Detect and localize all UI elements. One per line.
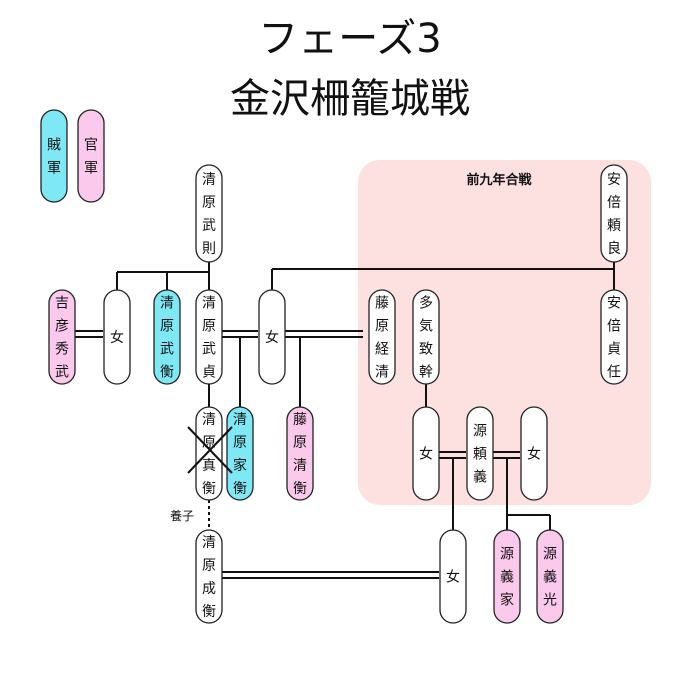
person-box: [412, 289, 440, 385]
person-name: 清原武則: [202, 172, 216, 257]
person-box: [195, 406, 223, 501]
person-box: [493, 529, 521, 624]
person-woman-center: 女: [258, 289, 286, 385]
person-name: 安倍貞任: [607, 296, 621, 381]
person-nodes: 清原武則吉彦秀武女清原武衡清原武貞女藤原経清多気致幹安倍頼良安倍貞任清原真衡清原…: [48, 164, 628, 624]
legend-swatch: [77, 109, 105, 203]
person-name: 女: [419, 446, 433, 463]
person-tajiki-mune: 多気致幹: [412, 289, 440, 385]
person-kiyohara-takesada: 清原武貞: [195, 289, 223, 385]
person-name: 清原武貞: [202, 296, 216, 381]
person-woman-right: 女: [520, 406, 548, 501]
person-box: [103, 289, 131, 385]
person-name: 藤原清衡: [293, 412, 307, 497]
person-kiyohara-takenori: 清原武則: [195, 164, 223, 263]
person-name: 源頼義: [473, 424, 487, 486]
person-kiyohara-takehira: 清原武衡: [153, 289, 181, 385]
legend-item-rebel: 賊軍: [40, 109, 68, 203]
title-battle: 金沢柵籠城戦: [230, 76, 470, 122]
person-box: [195, 164, 223, 263]
person-fujiwara-tsunekiyo: 藤原経清: [368, 289, 396, 385]
person-box: [286, 406, 314, 501]
person-minamoto-yoshimitsu: 源義光: [536, 529, 564, 624]
person-name: 女: [110, 329, 124, 346]
person-box: [600, 289, 628, 385]
person-minamoto-yoriyoshi: 源頼義: [466, 406, 494, 501]
adoption-label: 養子: [170, 508, 194, 523]
deceased-cross-mark: [187, 426, 233, 474]
person-kiyohara-narihira: 清原成衡: [195, 529, 223, 624]
person-name: 清原真衡: [202, 412, 216, 497]
connection-lines: [75, 262, 615, 579]
person-name: 吉彦秀武: [55, 296, 69, 381]
person-kiyohara-sanehira: 清原真衡: [195, 406, 223, 501]
person-name: 源義光: [543, 547, 557, 609]
legend-swatch: [40, 109, 68, 203]
person-name: 清原家衡: [233, 412, 247, 497]
legend-label: 官軍: [84, 138, 98, 177]
person-box: [195, 289, 223, 385]
person-box: [536, 529, 564, 624]
person-kiyohara-iehira: 清原家衡: [226, 406, 254, 501]
person-minamoto-yoshiie: 源義家: [493, 529, 521, 624]
person-box: [226, 406, 254, 501]
region-label: 前九年合戦: [466, 172, 532, 188]
person-fujiwara-kiyohira: 藤原清衡: [286, 406, 314, 501]
person-name: 安倍頼良: [607, 172, 621, 257]
title-phase: フェーズ3: [258, 16, 441, 62]
person-woman-bottom: 女: [439, 529, 467, 624]
person-box: [153, 289, 181, 385]
person-box: [48, 289, 76, 385]
person-box: [368, 289, 396, 385]
person-name: 女: [446, 569, 460, 586]
person-abe-yoriyoshi: 安倍頼良: [600, 164, 628, 263]
person-box: [195, 529, 223, 624]
person-box: [520, 406, 548, 501]
person-kikko-hidetake: 吉彦秀武: [48, 289, 76, 385]
person-name: 藤原経清: [375, 296, 389, 381]
legend-item-government: 官軍: [77, 109, 105, 203]
person-name: 女: [527, 446, 541, 463]
person-box: [439, 529, 467, 624]
person-woman-left: 女: [103, 289, 131, 385]
person-abe-sadato: 安倍貞任: [600, 289, 628, 385]
person-name: 女: [265, 329, 279, 346]
person-name: 多気致幹: [419, 295, 433, 381]
person-box: [258, 289, 286, 385]
person-name: 清原成衡: [202, 535, 216, 620]
person-name: 源義家: [500, 547, 514, 609]
person-box: [466, 406, 494, 501]
legend-label: 賊軍: [47, 138, 61, 177]
person-name: 清原武衡: [160, 296, 174, 381]
person-woman-tajiki: 女: [412, 406, 440, 501]
person-box: [412, 406, 440, 501]
person-box: [600, 164, 628, 263]
